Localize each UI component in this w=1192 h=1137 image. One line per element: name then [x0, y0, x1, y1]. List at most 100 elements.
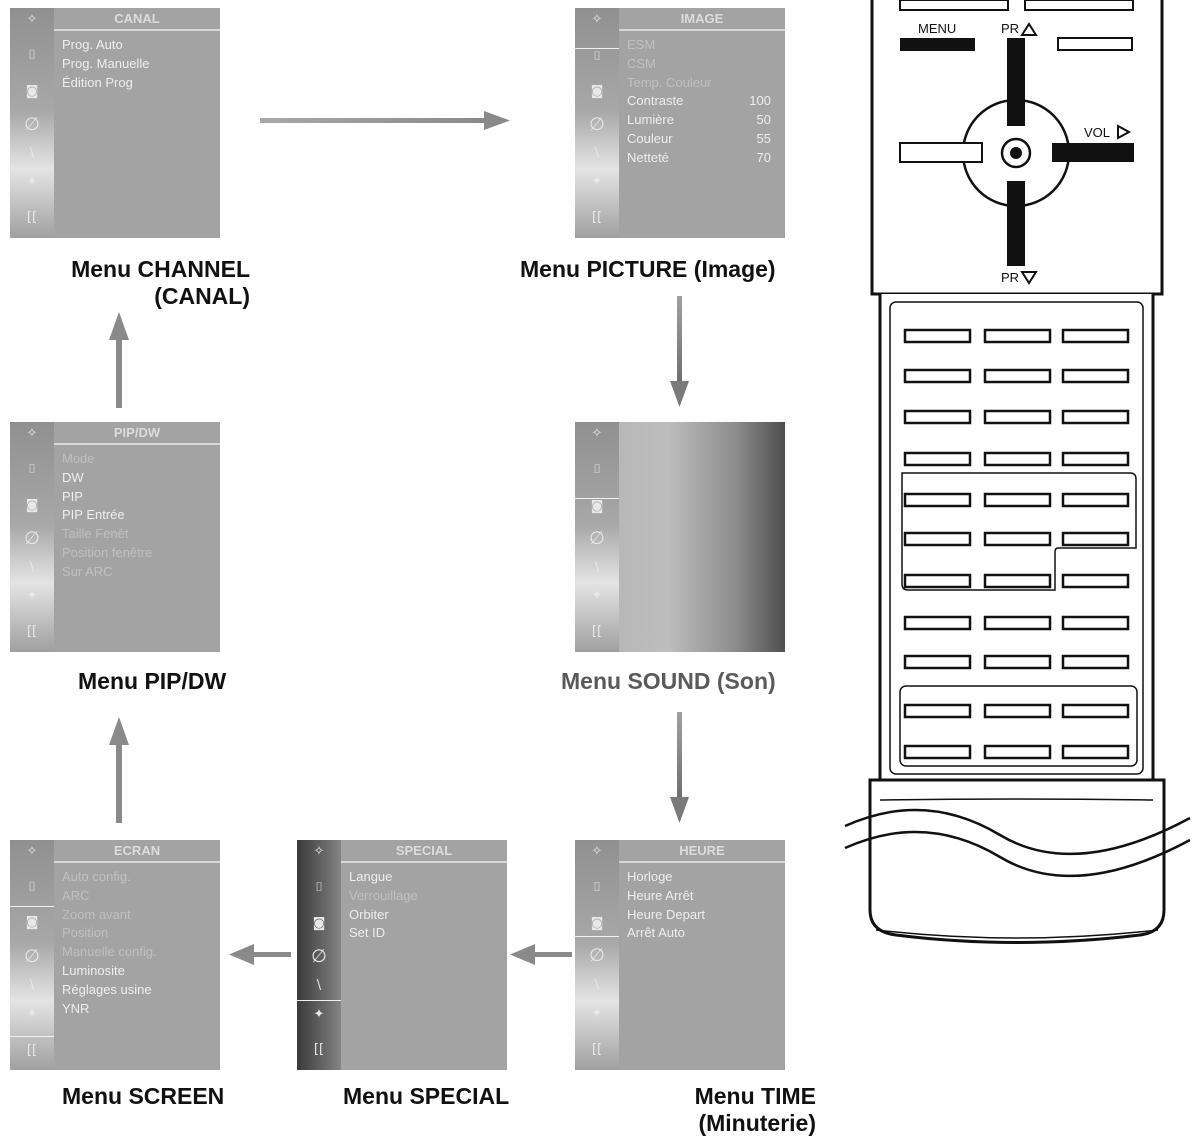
menu-item: PIP Entrée [62, 507, 125, 523]
clock-icon: ∅ [24, 528, 40, 549]
menu-canal: ✧ ⌷ ◙ ∅ \ ✦ [[ CANAL Prog. Auto Prog. Ma… [10, 8, 220, 238]
menu-icon-column: ✧ ⌷ ◙ ∅ \ ✦ [[ [10, 8, 54, 238]
remote-key-button[interactable] [983, 451, 1052, 467]
remote-key-button[interactable] [1061, 328, 1130, 344]
speaker-icon: ◙ [312, 916, 326, 931]
vol-up-button[interactable] [1052, 143, 1134, 162]
remote-top-button[interactable] [899, 0, 1009, 11]
menu-item-label: Temp. Couleur [627, 74, 712, 90]
arrow-sound-to-time [670, 712, 689, 823]
menu-items: Langue Verrouillage Orbiter Set ID [349, 869, 499, 944]
remote-key-button[interactable] [1061, 744, 1130, 760]
remote-key-button[interactable] [903, 744, 972, 760]
menu-title: CANAL [54, 11, 220, 31]
menu-item: Arrêt Auto [627, 925, 685, 941]
remote-key-button[interactable] [1061, 492, 1130, 508]
remote-key-button[interactable] [1061, 451, 1130, 467]
arrow-canal-to-image [260, 111, 510, 130]
remote-key-button[interactable] [1061, 409, 1130, 425]
pip-icon: [[ [10, 1036, 54, 1058]
remote-key-button[interactable] [983, 328, 1052, 344]
menu-item: Netteté 70 [627, 150, 777, 169]
vol-down-button[interactable] [899, 142, 983, 163]
remote-key-button[interactable] [983, 409, 1052, 425]
menu-item: Position fenêtre [62, 544, 153, 560]
caption-line: (CANAL) [154, 283, 250, 309]
remote-key-button[interactable] [1061, 573, 1130, 589]
special-icon: \ [594, 978, 600, 993]
remote-key-button[interactable] [1061, 615, 1130, 631]
menu-item: Langue [349, 869, 393, 884]
remote-key-button[interactable] [983, 573, 1052, 589]
menu-title: ECRAN [54, 843, 220, 863]
remote-key-button[interactable] [903, 409, 972, 425]
pip-icon: [[ [591, 210, 603, 225]
remote-key-button[interactable] [903, 492, 972, 508]
menu-item: Prog. Manuelle [62, 55, 150, 71]
menu-item-label: Contraste [627, 93, 684, 109]
menu-item: Position [62, 925, 109, 941]
remote-key-button[interactable] [903, 451, 972, 467]
remote-button[interactable] [1057, 37, 1133, 51]
remote-key-button[interactable] [903, 573, 972, 589]
remote-key-button[interactable] [903, 368, 972, 384]
remote-top-button[interactable] [1024, 0, 1134, 11]
caption-line: Menu CHANNEL [71, 256, 250, 282]
remote-key-button[interactable] [903, 531, 972, 547]
remote-key-button[interactable] [903, 654, 972, 670]
button-grid [903, 328, 1130, 760]
pr-down-button[interactable] [1007, 181, 1025, 266]
menu-item: Édition Prog [62, 74, 133, 90]
arrow-time-to-special [510, 944, 572, 965]
remote-key-button[interactable] [1061, 368, 1130, 384]
menu-item: Auto config. [62, 869, 131, 884]
antenna-icon: ✧ [591, 426, 603, 441]
menu-item: PIP [62, 488, 83, 504]
remote-key-button[interactable] [983, 744, 1052, 760]
remote-key-button[interactable] [903, 328, 972, 344]
menu-item: Sur ARC [62, 563, 113, 579]
menu-body: PIP/DW Mode DW PIP PIP Entrée Taille Fen… [54, 422, 220, 652]
menu-items: Mode DW PIP PIP Entrée Taille Fenêt Posi… [62, 451, 212, 583]
remote-key-button[interactable] [1061, 531, 1130, 547]
pr-up-label: PR [1001, 21, 1020, 36]
screen-icon: ⌷ [575, 48, 619, 73]
remote-key-button[interactable] [903, 703, 972, 719]
menu-ecran: ✧ ⌷ ◙ ∅ \ ✦ [[ ECRAN Auto config. ARC Zo… [10, 840, 220, 1070]
remote-key-button[interactable] [903, 615, 972, 631]
antenna-icon: ✧ [591, 844, 603, 859]
screen-icon: ⌷ [28, 462, 36, 477]
menu-item: Heure Arrêt [627, 887, 694, 903]
antenna-icon: ✧ [26, 426, 38, 441]
antenna-icon: ✧ [26, 12, 38, 27]
menu-body: HEURE Horloge Heure Arrêt Heure Depart A… [619, 840, 785, 1070]
remote-key-button[interactable] [983, 492, 1052, 508]
menu-button[interactable] [900, 38, 975, 51]
vol-label: VOL [1084, 125, 1111, 140]
remote-key-button[interactable] [983, 615, 1052, 631]
remote-key-button[interactable] [983, 703, 1052, 719]
star-icon: ✦ [591, 174, 603, 189]
speaker-icon: ◙ [590, 916, 604, 931]
pr-up-button[interactable] [1007, 38, 1025, 126]
remote-key-button[interactable] [1061, 654, 1130, 670]
menu-item: Manuelle config. [62, 944, 157, 960]
menu-item-value: 70 [756, 149, 771, 165]
menu-item-label: CSM [627, 55, 656, 71]
remote-key-button[interactable] [983, 654, 1052, 670]
menu-title: PIP/DW [54, 425, 220, 445]
menu-label: MENU [918, 21, 957, 36]
speaker-icon: ◙ [575, 498, 619, 523]
remote-key-button[interactable] [983, 531, 1052, 547]
menu-item-label: Netteté [627, 149, 669, 165]
menu-icon-column: ✧ ⌷ ◙ ∅ \ ✦ [[ [10, 422, 54, 652]
clock-icon: ∅ [311, 946, 327, 967]
menu-sound: ✧ ⌷ ◙ ∅ \ ✦ [[ [575, 422, 785, 652]
arrow-special-to-screen [229, 944, 291, 965]
remote-key-button[interactable] [1061, 703, 1130, 719]
star-icon: ✦ [297, 1000, 341, 1031]
remote-key-button[interactable] [983, 368, 1052, 384]
